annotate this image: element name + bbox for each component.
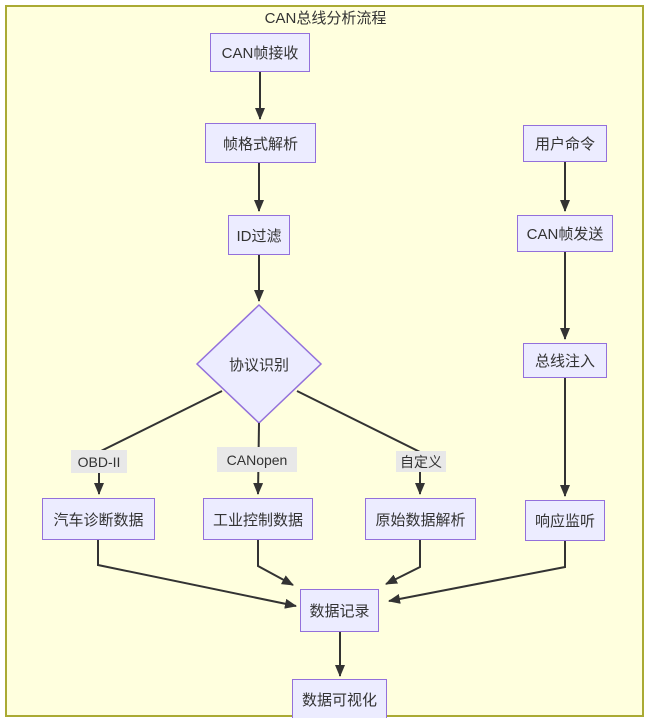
node-protocol-identify-label: 协议识别 (228, 356, 289, 374)
edge-label-obd2: OBD-II (71, 450, 127, 473)
edge-rawparse-record (385, 540, 421, 585)
node-id-filter: ID过滤 (228, 215, 290, 255)
node-industrial-control-data: 工业控制数据 (203, 498, 313, 540)
edge-protocol-cardiag (94, 390, 223, 495)
edge-protocol-rawparse (296, 390, 425, 495)
node-raw-data-parse: 原始数据解析 (365, 498, 476, 540)
edge-label-custom: 自定义 (396, 451, 446, 472)
node-can-frame-receive: CAN帧接收 (210, 33, 310, 72)
node-user-command: 用户命令 (523, 125, 607, 162)
edge-industrial-record (257, 540, 294, 586)
node-car-diagnostic-data: 汽车诊断数据 (42, 498, 155, 540)
node-response-listen: 响应监听 (525, 500, 605, 541)
diagram-title: CAN总线分析流程 (264, 10, 387, 27)
node-bus-inject: 总线注入 (523, 343, 607, 378)
edge-label-canopen: CANopen (217, 447, 297, 472)
node-frame-format-parse: 帧格式解析 (205, 123, 316, 163)
node-can-frame-send: CAN帧发送 (517, 215, 613, 252)
edge-listen-record (388, 540, 566, 604)
node-data-visualize: 数据可视化 (292, 679, 387, 718)
edge-cardiag-record (97, 540, 297, 609)
node-data-record: 数据记录 (300, 589, 379, 632)
